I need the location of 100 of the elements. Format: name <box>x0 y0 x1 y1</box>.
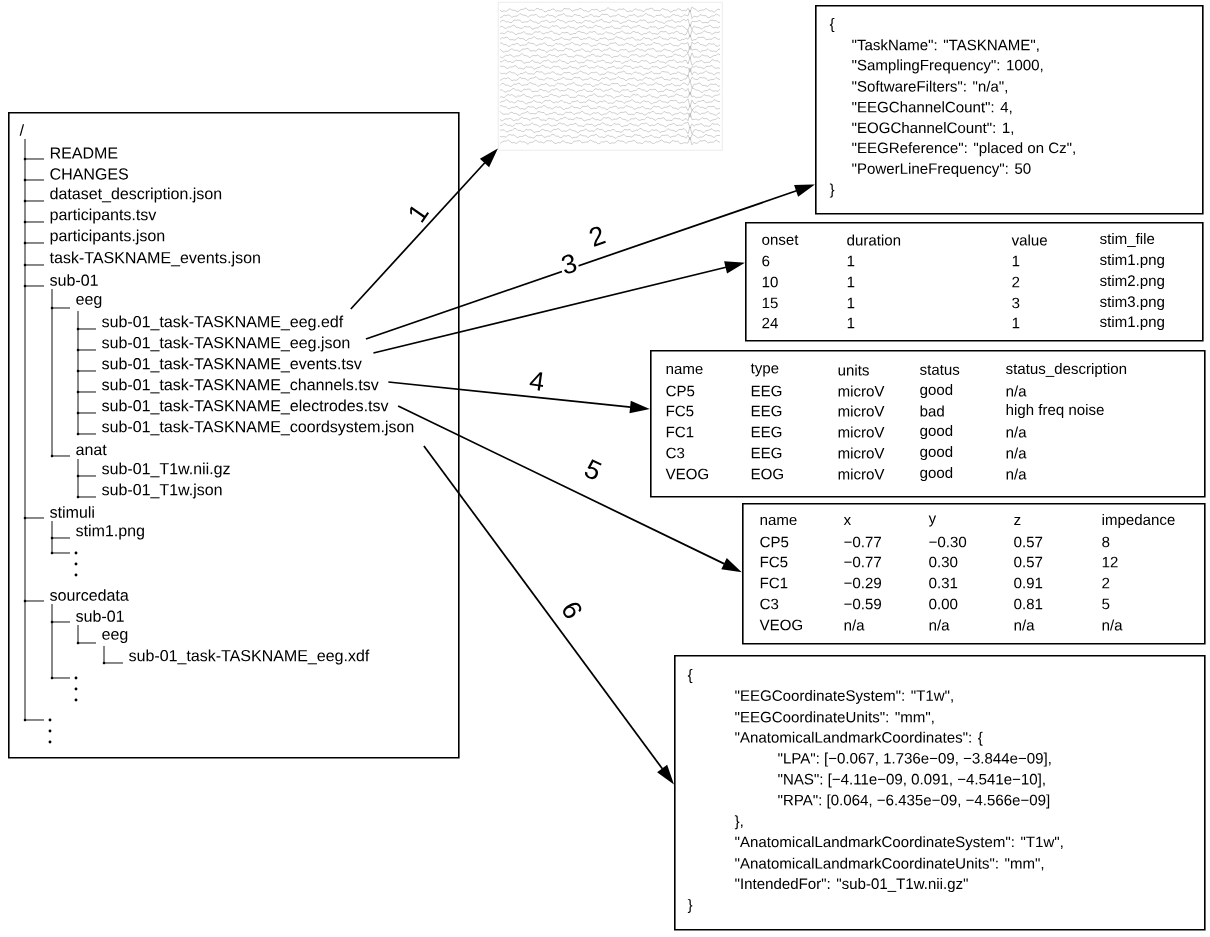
code-line: "AnatomicalLandmarkCoordinateSystem": "T1w", <box>735 836 1063 851</box>
table-value: −0.77 <box>844 556 881 568</box>
code-line: { <box>687 668 693 683</box>
table-value: 2 <box>1012 276 1020 288</box>
table-value: high freq noise <box>1006 403 1104 418</box>
code-line: "RPA": [0.064, −6.435e−09, −4.566e−09] <box>778 794 1050 809</box>
table-value: 12 <box>1102 556 1118 568</box>
column-header: status <box>920 365 960 375</box>
table-value: EEG <box>751 385 782 397</box>
table-value: 24 <box>762 317 778 329</box>
code-line: "SoftwareFilters": "n/a", <box>852 80 1007 94</box>
table-box <box>742 503 1206 645</box>
code-line: }, <box>734 815 743 830</box>
table-value: 1 <box>847 276 855 288</box>
table-value: 1 <box>847 297 855 309</box>
column-header: stim_file <box>1100 233 1155 247</box>
table-value: C3 <box>666 447 685 459</box>
table-value: stim1.png <box>1100 253 1164 268</box>
edge-label: 3 <box>557 251 581 277</box>
edge-label: 5 <box>580 456 606 484</box>
table-value: −0.30 <box>929 536 967 548</box>
table-value: n/a <box>1006 447 1027 459</box>
table-value: n/a <box>844 619 865 631</box>
table-value: −0.59 <box>844 598 881 610</box>
table-value: n/a <box>1006 385 1027 397</box>
table-value: 0.91 <box>1014 577 1043 589</box>
table-value: stim1.png <box>1100 315 1164 330</box>
code-box <box>815 5 1204 215</box>
column-header: z <box>1014 517 1021 525</box>
table-value: 3 <box>1012 297 1020 309</box>
code-line: "EEGCoordinateSystem": "T1w", <box>735 689 953 704</box>
code-line: "AnatomicalLandmarkCoordinateUnits": "mm", <box>735 857 1044 871</box>
edge-label: 1 <box>404 199 432 227</box>
tree-entry: sub-01_T1w.json <box>102 483 222 499</box>
code-line: "AnatomicalLandmarkCoordinates": { <box>735 731 983 746</box>
table-value: 1 <box>1012 317 1020 329</box>
tree-entry: stim1.png <box>76 524 144 540</box>
table-value: 5 <box>1102 598 1110 610</box>
column-header: units <box>838 364 869 376</box>
table-value: FC1 <box>666 426 694 438</box>
table-value: n/a <box>1102 619 1123 631</box>
tree-entry: sub-01_task-TASKNAME_eeg.xdf <box>129 649 370 665</box>
tree-entry: sub-01_task-TASKNAME_electrodes.tsv <box>102 399 389 415</box>
table-value: n/a <box>1014 619 1035 631</box>
table-value: 2 <box>1102 577 1110 589</box>
column-header: onset <box>762 235 799 245</box>
table-value: n/a <box>929 619 950 631</box>
column-header: x <box>843 517 851 525</box>
table-value: EEG <box>751 447 782 459</box>
column-header: impedance <box>1102 513 1175 528</box>
table-value: FC5 <box>760 556 788 568</box>
tree-entry: sub-01_T1w.nii.gz <box>102 462 230 478</box>
table-value: stim3.png <box>1100 295 1164 310</box>
table-value: 0.57 <box>1014 556 1043 568</box>
table-value: 0.30 <box>929 556 958 568</box>
tree-entry: sub-01_task-TASKNAME_coordsystem.json <box>102 420 414 436</box>
tree-entry: sub-01_task-TASKNAME_channels.tsv <box>102 378 379 394</box>
table-value: microV <box>838 447 885 459</box>
table-value: 1 <box>847 317 855 329</box>
table-value: good <box>920 445 953 460</box>
column-header: value <box>1011 234 1047 246</box>
column-header: y <box>928 515 937 527</box>
table-value: 10 <box>762 276 778 288</box>
code-line: "EEGReference": "placed on Cz", <box>852 142 1075 157</box>
table-value: 15 <box>762 297 778 309</box>
table-value: bad <box>920 405 944 417</box>
table-value: −0.29 <box>844 577 881 589</box>
table-value: 0.81 <box>1014 598 1043 610</box>
table-value: good <box>920 424 953 439</box>
code-line: "IntendedFor": "sub-01_T1w.nii.gz" <box>735 877 968 892</box>
table-value: microV <box>838 426 885 438</box>
edge-label: 4 <box>526 369 548 393</box>
tree-entry: anat <box>76 444 107 456</box>
edge-label: 2 <box>585 223 609 249</box>
table-value: CP5 <box>666 385 695 397</box>
tree-entry: participants.tsv <box>50 208 157 224</box>
table-box <box>650 350 1206 498</box>
table-box <box>745 222 1204 342</box>
table-value: 1 <box>1012 255 1020 267</box>
tree-entry: README <box>50 147 118 159</box>
tree-entry: stimuli <box>50 506 94 518</box>
table-value: microV <box>838 468 885 480</box>
edge-label: 6 <box>558 597 586 623</box>
table-value: good <box>920 466 953 481</box>
table-value: stim2.png <box>1100 274 1164 289</box>
code-line: "NAS": [−4.11e−09, 0.091, −4.541e−10], <box>778 773 1045 788</box>
code-box <box>674 655 1206 931</box>
table-value: n/a <box>1006 468 1027 480</box>
column-header: status_description <box>1006 362 1127 377</box>
table-value: n/a <box>1006 426 1027 438</box>
tree-entry: dataset_description.json <box>50 187 222 203</box>
table-value: CP5 <box>760 536 789 548</box>
table-value: 6 <box>762 255 770 267</box>
tree-entry: task-TASKNAME_events.json <box>49 251 260 267</box>
code-line: "TaskName": "TASKNAME", <box>852 39 1039 53</box>
table-value: microV <box>838 405 885 417</box>
code-line: "PowerLineFrequency": 50 <box>852 162 1031 177</box>
code-line: "EEGChannelCount": 4, <box>852 101 1012 115</box>
tree-entry: sub-01_task-TASKNAME_events.tsv <box>102 357 362 373</box>
table-value: EOG <box>751 468 783 480</box>
